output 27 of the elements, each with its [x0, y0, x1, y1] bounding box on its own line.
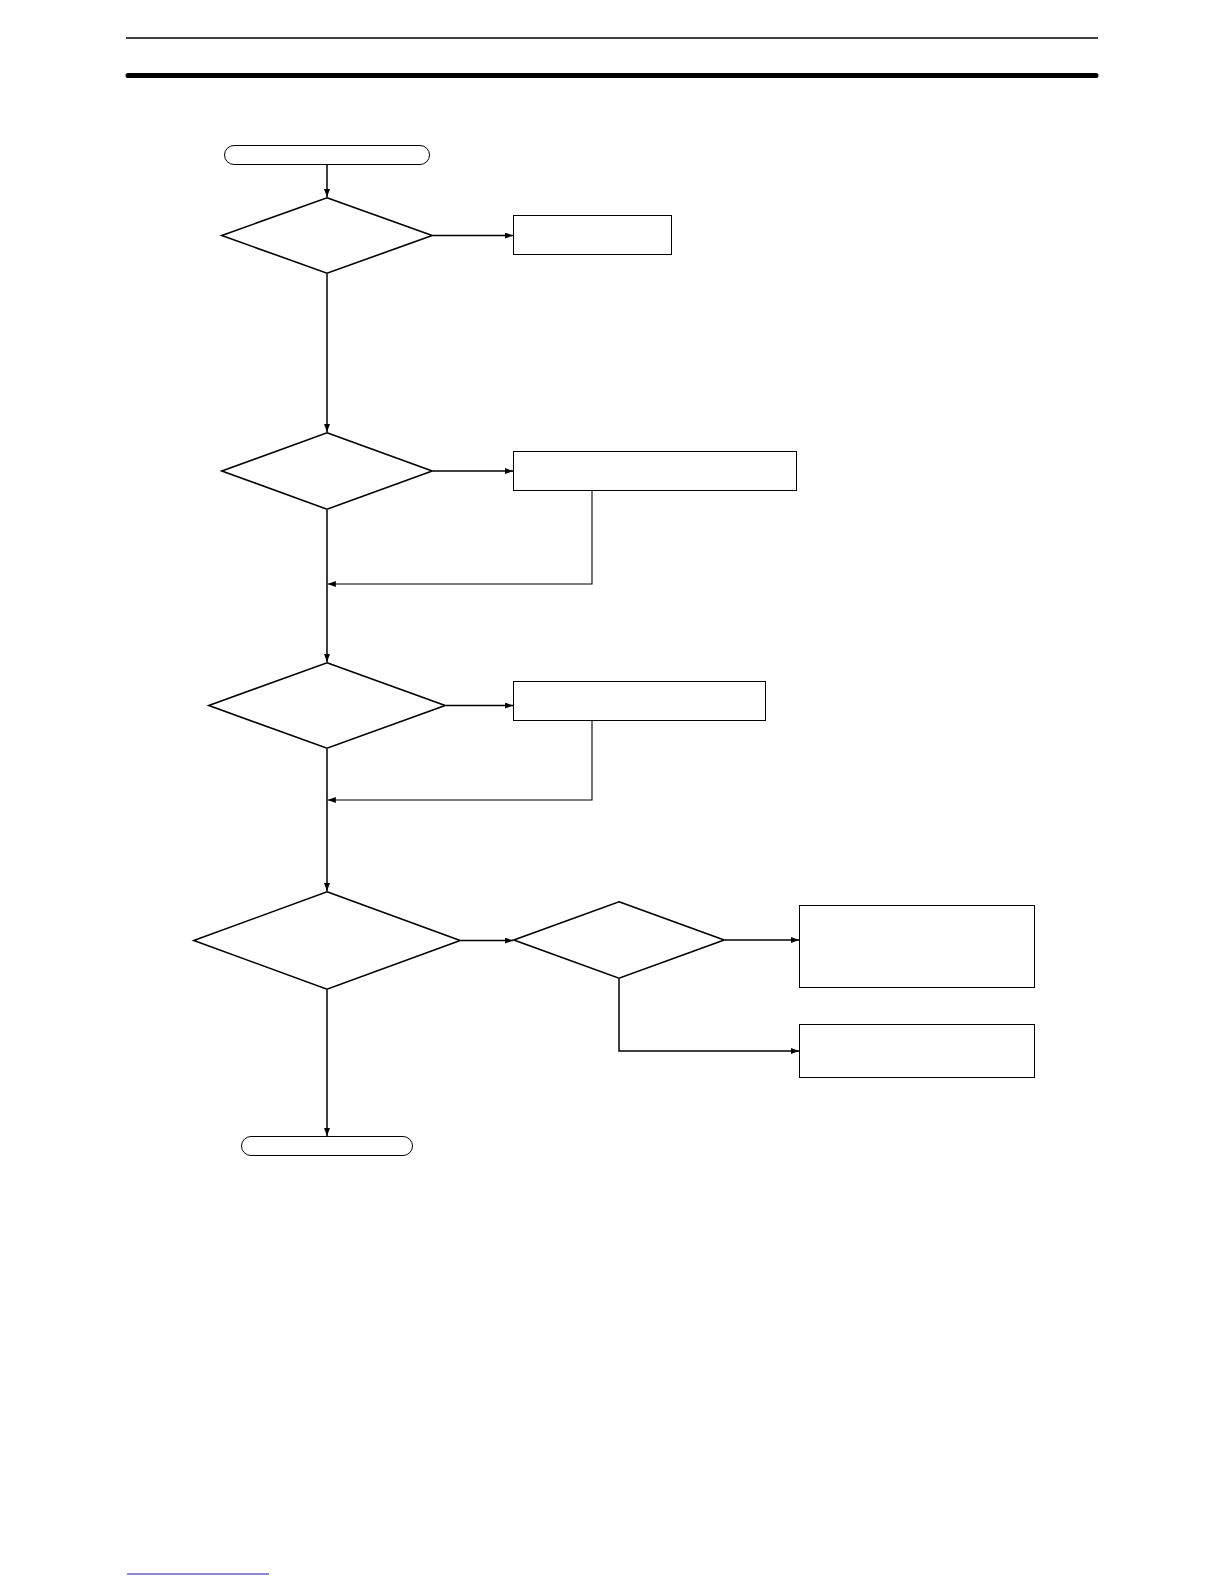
arrow [327, 490, 593, 587]
arrow [460, 937, 514, 944]
arrow [432, 232, 514, 239]
arrow [327, 720, 593, 803]
decision-diamond [221, 432, 433, 510]
arrow [324, 273, 330, 433]
decision-diamond [193, 891, 461, 990]
process-box [513, 451, 797, 491]
arrow [324, 164, 330, 198]
arrow [324, 583, 330, 663]
decision-diamond [513, 901, 725, 979]
arrow [445, 702, 514, 709]
arrow [324, 989, 330, 1137]
decision-diamond [221, 197, 433, 274]
decision-diamond [208, 662, 446, 749]
arrow [324, 799, 330, 892]
arrow [724, 937, 800, 943]
connector-line [326, 748, 328, 801]
terminal-capsule [224, 145, 430, 165]
process-box [513, 681, 766, 721]
process-box [513, 215, 672, 255]
terminal-capsule [241, 1136, 413, 1156]
arrow [618, 978, 800, 1054]
process-box [799, 1024, 1035, 1078]
connector-line [326, 509, 328, 585]
arrow [432, 468, 514, 474]
process-box [799, 905, 1035, 988]
